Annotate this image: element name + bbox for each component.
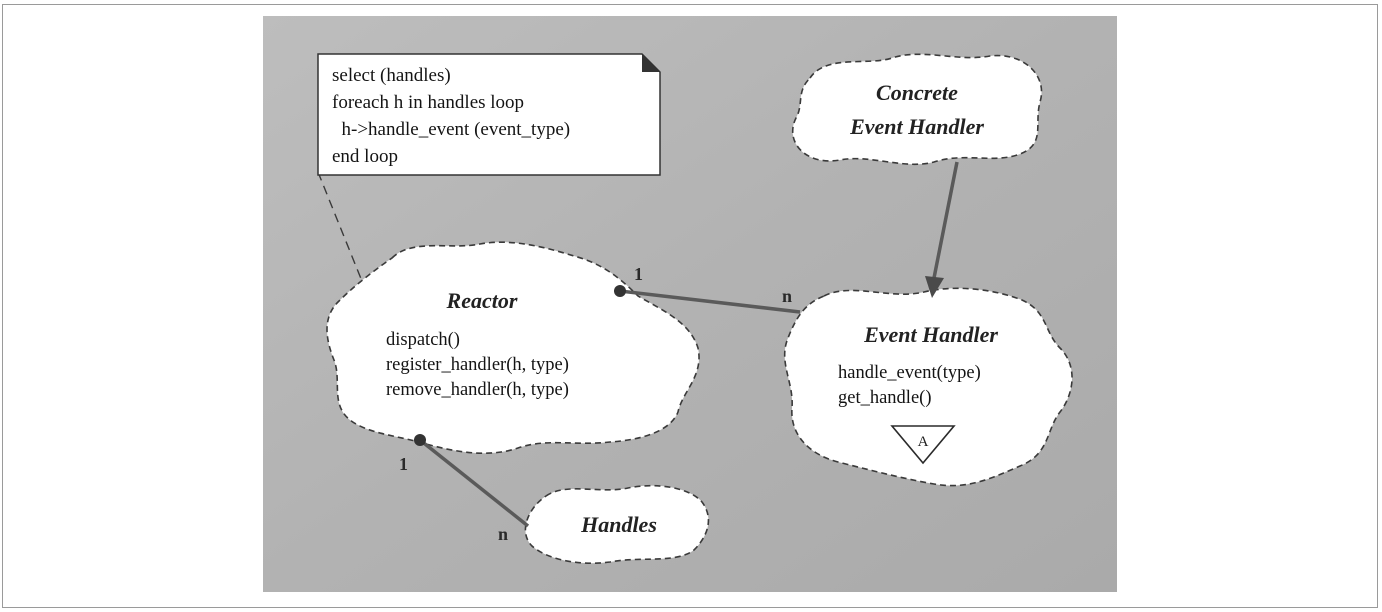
- cloud-shape: [791, 53, 1043, 166]
- cloud-shape: [783, 287, 1073, 487]
- abstract-marker: A: [890, 425, 956, 465]
- cloud-shape: [326, 241, 700, 455]
- association-reactor-handles: 1 n: [399, 434, 530, 544]
- note-line: select (handles): [332, 65, 451, 86]
- association-reactor-event-handler: 1 n: [614, 264, 801, 314]
- inheritance-arrow: [925, 161, 959, 298]
- multiplicity-source: 1: [399, 454, 408, 474]
- class-handles: Handles: [524, 484, 710, 565]
- method: remove_handler(h, type): [386, 380, 569, 400]
- multiplicity-target: n: [782, 286, 792, 306]
- class-name-line1: Concrete: [876, 80, 958, 105]
- note-line: foreach h in handles loop: [332, 92, 524, 113]
- method: dispatch(): [386, 330, 460, 350]
- class-concrete-event-handler: Concrete Event Handler: [791, 53, 1043, 166]
- note-line: h->handle_event (event_type): [332, 119, 570, 140]
- class-name: Event Handler: [863, 322, 998, 347]
- class-event-handler: Event Handler handle_event(type) get_han…: [783, 287, 1073, 487]
- cloud-shape: [524, 484, 710, 565]
- class-name-line2: Event Handler: [849, 114, 984, 139]
- note-box: select (handles) foreach h in handles lo…: [317, 53, 661, 176]
- multiplicity-target: n: [498, 524, 508, 544]
- multiplicity-source: 1: [634, 264, 643, 284]
- note-line: end loop: [332, 146, 398, 167]
- method: handle_event(type): [838, 363, 981, 383]
- class-name: Reactor: [446, 288, 518, 313]
- method: get_handle(): [838, 388, 932, 408]
- method: register_handler(h, type): [386, 355, 569, 375]
- svg-text:A: A: [918, 434, 929, 450]
- class-name: Handles: [580, 512, 657, 537]
- class-reactor: Reactor dispatch() register_handler(h, t…: [326, 241, 700, 455]
